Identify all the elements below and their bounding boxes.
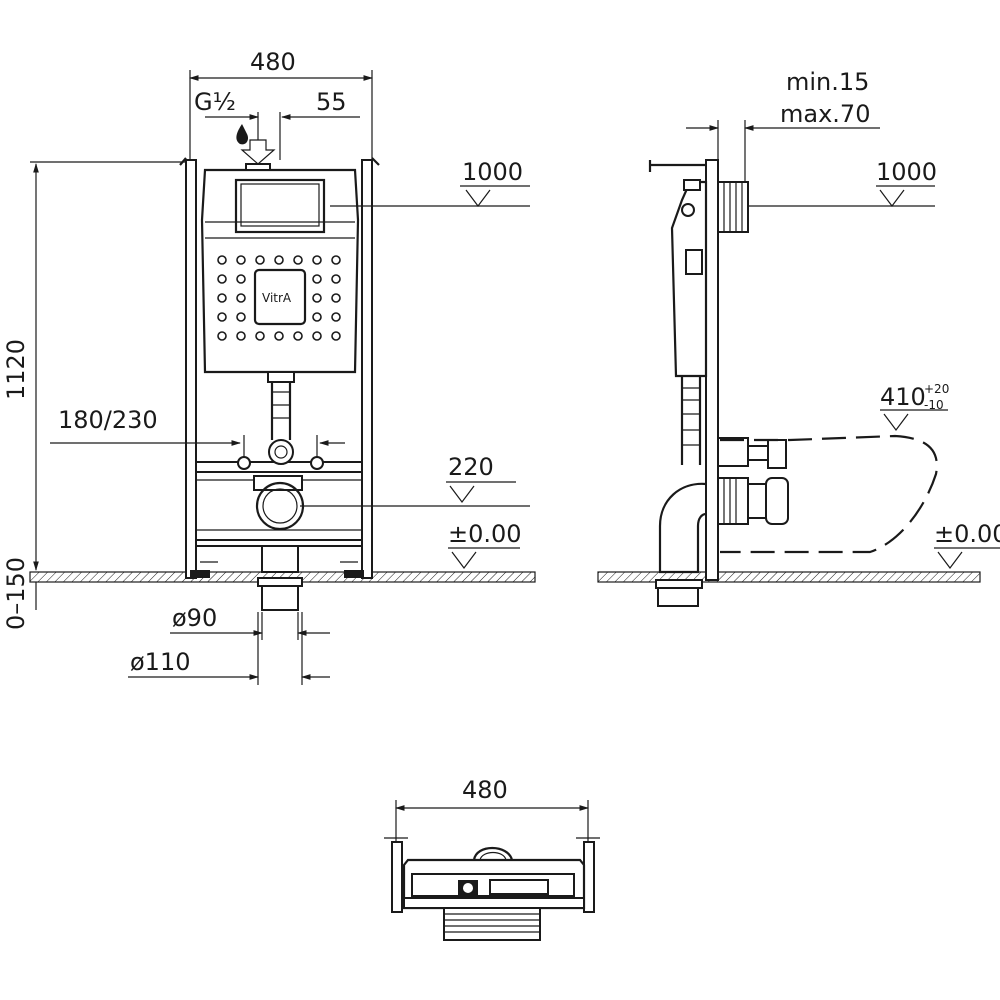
- svg-text:220: 220: [448, 453, 494, 481]
- water-inlet: [236, 124, 276, 171]
- frame-top: [384, 837, 600, 913]
- svg-text:480: 480: [250, 48, 296, 76]
- svg-text:±0.00: ±0.00: [934, 520, 1000, 548]
- cistern-side: [670, 179, 708, 378]
- side-view: min.15 max.70 1000: [597, 68, 1000, 607]
- dim-pan-projection: 410 +20 -10: [880, 382, 949, 431]
- dim-height-front: 1120: [2, 161, 186, 571]
- flush-pipe: [237, 371, 324, 470]
- brand-logo: VitrA: [262, 291, 292, 305]
- frame-front: [179, 157, 380, 579]
- level-220-front: 220: [300, 453, 530, 507]
- svg-text:0–150: 0–150: [2, 557, 30, 630]
- drain-bend-side: [655, 482, 707, 607]
- dim-fixing-spacing: 180/230: [50, 406, 345, 458]
- bellows-top: [443, 907, 541, 941]
- svg-text:+20: +20: [924, 382, 949, 396]
- svg-text:180/230: 180/230: [58, 406, 158, 434]
- floor-side: [597, 571, 981, 583]
- cistern-front: VitrA: [200, 168, 360, 374]
- svg-text:55: 55: [316, 88, 347, 116]
- level-floor-front: ±0.00: [448, 520, 522, 569]
- svg-text:G½: G½: [194, 88, 236, 116]
- svg-text:min.15: min.15: [786, 68, 869, 96]
- bellows-side: [717, 181, 749, 233]
- svg-text:1120: 1120: [2, 339, 30, 400]
- connectors-side: [717, 437, 789, 525]
- svg-text:410: 410: [880, 383, 926, 411]
- dim-inlet: G½ 55: [194, 88, 360, 160]
- svg-text:1000: 1000: [876, 158, 937, 186]
- wc-pan-outline: [720, 434, 938, 554]
- svg-text:-10: -10: [924, 398, 944, 412]
- level-1000-side: 1000: [748, 158, 937, 207]
- level-floor-side: ±0.00: [934, 520, 1000, 569]
- svg-text:ø90: ø90: [172, 604, 217, 632]
- svg-text:480: 480: [462, 776, 508, 804]
- level-1000-front: 1000: [330, 158, 530, 207]
- dim-foot-adjustment: 0–150: [2, 557, 37, 630]
- svg-text:ø110: ø110: [130, 648, 191, 676]
- svg-text:max.70: max.70: [780, 100, 870, 128]
- flush-pipe-side: [680, 376, 702, 465]
- cistern-dot-grid: [217, 255, 341, 341]
- top-view: 480: [384, 776, 600, 941]
- dim-pipe-diameters: ø90 ø110: [128, 604, 330, 685]
- frame-side: [705, 159, 719, 581]
- svg-text:1000: 1000: [462, 158, 523, 186]
- svg-text:±0.00: ±0.00: [448, 520, 522, 548]
- dim-width-front: 480: [189, 48, 373, 160]
- water-drop-icon: [236, 124, 249, 145]
- dim-wall-distance: min.15 max.70: [686, 68, 880, 182]
- front-view: VitrA: [2, 48, 536, 685]
